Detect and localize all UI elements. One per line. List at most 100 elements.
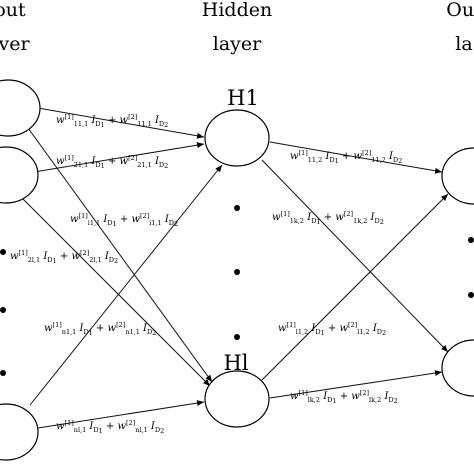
input-symbol: I [386,151,394,162]
weight-symbol: w [56,421,65,432]
input-node-2 [0,146,39,204]
input-subscript-index: 2 [164,162,168,170]
weight-symbol: w [56,115,65,126]
weight-symbol: w [272,212,281,223]
weight-subscript: 21,1 [74,161,88,169]
weight-symbol: w [56,156,65,167]
input-subscript: D [375,217,380,225]
input-subscript: D [107,219,112,227]
output-ellipsis-dot-1 [468,237,474,243]
input-subscript: D [169,219,174,227]
plus-weight-symbol: + w [105,115,129,126]
input-subscript: D [327,396,332,404]
input-subscript: D [329,156,334,164]
output-node-1 [441,147,474,205]
weight-label-wl12: w[1]l1,2 ID1 + w[2]l1,2 ID2 [278,321,386,337]
input-symbol: I [320,391,328,402]
input-subscript: D [159,120,164,128]
weight-superscript: [1] [299,149,308,157]
weight-superscript: [2] [126,419,135,427]
input-subscript: D [83,328,88,336]
weight-symbol: w [278,323,287,334]
input-subscript-index: 2 [164,121,168,129]
input-symbol: I [40,251,48,262]
weight-subscript: 11,1 [137,120,151,128]
edges [21,107,449,429]
edge-in-h1 [29,164,223,406]
input-subscript-index: 2 [152,329,156,337]
input-symbol: I [88,115,96,126]
input-subscript-index: 1 [321,329,325,337]
plus-weight-symbol: + w [339,151,363,162]
input-node-1 [0,79,41,137]
weight-superscript: [1] [65,154,74,162]
input-subscript-index: 1 [113,220,117,228]
plus-weight-symbol: + w [57,251,81,262]
edge-hl-o1 [261,193,449,381]
input-symbol: I [304,212,312,223]
input-subscript: D [109,256,114,264]
weight-superscript: [1] [79,212,88,220]
input-subscript-index: 1 [101,162,105,170]
input-subscript: D [93,426,98,434]
input-subscript: D [159,161,164,169]
output-layer-title-line1: Out [446,0,474,21]
input-subscript-index: 2 [114,257,118,265]
weight-subscript: i1,1 [149,219,161,227]
weight-superscript: [1] [53,321,62,329]
weight-superscript: [1] [299,389,308,397]
weight-subscript: lk,2 [369,396,381,404]
hidden-node-1-label: H1 [227,86,259,110]
weight-subscript: nl,1 [135,426,147,434]
weight-label-wn1: w[1]n1,1 ID1 + w[2]n1,1 ID2 [44,321,156,337]
plus-weight-symbol: + w [337,391,361,402]
input-subscript: D [147,328,152,336]
input-symbol: I [76,323,84,334]
weight-subscript: 11,2 [371,156,385,164]
input-symbol: I [102,251,110,262]
weight-superscript: [1] [19,249,28,257]
input-ellipsis-dot-2 [0,307,6,313]
input-symbol: I [381,391,389,402]
input-subscript: D [47,256,52,264]
input-symbol: I [308,323,316,334]
input-subscript: D [311,217,316,225]
input-symbol: I [140,323,148,334]
input-symbol: I [88,156,96,167]
input-symbol: I [152,115,160,126]
input-subscript-index: 1 [99,427,103,435]
weight-subscript: 2l,1 [89,256,101,264]
weight-superscript: [1] [287,321,296,329]
weight-subscript: 1k,2 [353,217,367,225]
input-symbol: I [367,212,375,223]
weight-superscript: [2] [344,210,353,218]
weight-labels: w[1]11,1 ID1 + w[2]11,1 ID2 w[1]21,1 ID1… [10,113,402,435]
hidden-node-1 [204,109,270,167]
input-symbol: I [162,214,170,225]
weight-subscript: 1k,2 [290,217,304,225]
input-subscript: D [388,396,393,404]
weight-subscript: nl,1 [74,426,86,434]
input-symbol: I [370,323,378,334]
weight-superscript: [2] [80,249,89,257]
weight-label-w1k2: w[1]1k,2 ID1 + w[2]1k,2 ID2 [272,210,384,226]
edge-i2-h1 [33,142,205,173]
plus-weight-symbol: + w [93,323,117,334]
hidden-layer-title-line1: Hidden [202,0,272,21]
weight-subscript: 2l,1 [28,256,40,264]
weight-symbol: w [44,323,53,334]
input-subscript-index: 1 [89,329,93,337]
edge-i1-hl [27,127,213,383]
weight-superscript: [2] [128,113,137,121]
weight-superscript: [2] [362,149,371,157]
input-node-n [0,403,39,461]
weight-symbol: w [290,391,299,402]
plus-weight-symbol: + w [105,156,129,167]
input-subscript-index: 1 [316,218,320,226]
input-subscript: D [393,156,398,164]
input-subscript: D [315,328,320,336]
input-subscript-index: 1 [53,257,57,265]
output-layer-title-line2: la [455,33,472,55]
input-subscript: D [155,426,160,434]
